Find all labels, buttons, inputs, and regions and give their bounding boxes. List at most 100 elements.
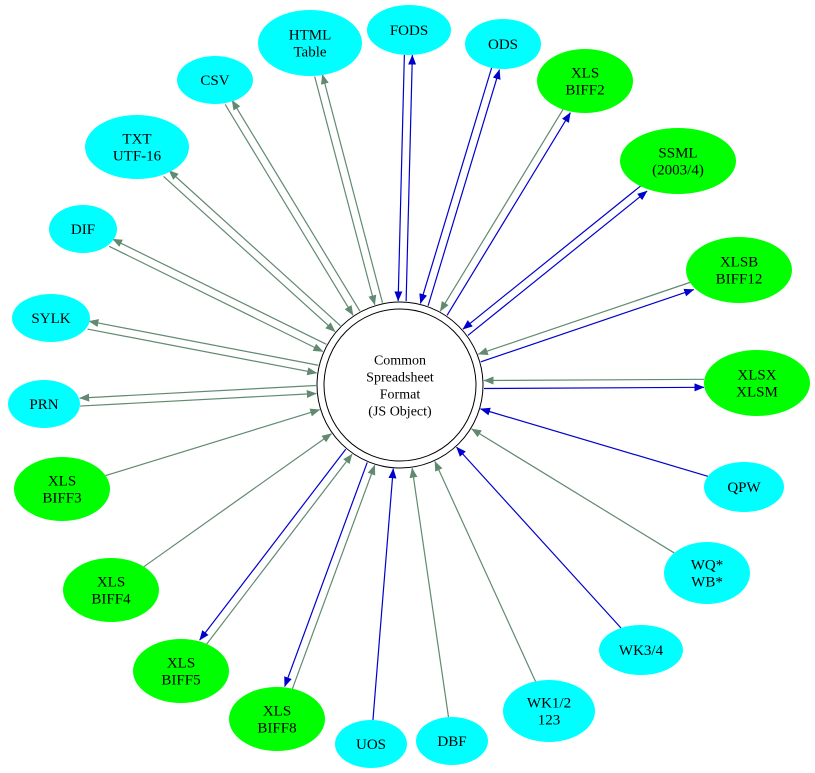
ssml-label-line: (2003/4)	[652, 163, 704, 179]
edge-wk34-to-center	[456, 446, 622, 629]
edge-prn-to-center	[80, 389, 317, 407]
edge-xlsx-from-center	[484, 383, 705, 392]
prn-label-line: PRN	[29, 397, 58, 413]
xls-biff3-ellipse	[14, 457, 110, 521]
edge-fods-to-center	[394, 54, 405, 302]
edge-txt-to-center	[163, 175, 336, 333]
xls-biff4-label-line: XLS	[97, 575, 125, 591]
node-wk34: WK3/4	[599, 625, 683, 675]
edge-csv-from-center	[231, 99, 361, 312]
edge-dif-from-center	[112, 238, 327, 345]
xls-biff2-ellipse	[537, 49, 633, 113]
xls-biff5-label-line: XLS	[167, 656, 195, 672]
txt-label-line: TXT	[122, 132, 151, 148]
xls-biff3-label-line: BIFF3	[42, 491, 81, 507]
wq-wb-label-line: WQ*	[691, 558, 724, 574]
hub-label-line: Format	[380, 388, 421, 403]
node-ssml: SSML(2003/4)	[620, 128, 736, 194]
fods-ellipse	[367, 5, 451, 55]
edge-xls-biff4-to-center	[143, 433, 332, 568]
edge-html-table-from-center	[320, 74, 384, 303]
node-fods: FODS	[367, 5, 451, 55]
edge-prn-from-center	[79, 384, 316, 402]
csv-label-line: CSV	[200, 73, 229, 89]
dif-label-line: DIF	[71, 222, 95, 238]
wk34-ellipse	[599, 625, 683, 675]
prn-ellipse	[8, 380, 80, 428]
hub-inner-circle	[323, 308, 477, 462]
ssml-label-line: SSML	[658, 146, 697, 162]
xls-biff3-label-line: XLS	[48, 474, 76, 490]
ods-ellipse	[465, 19, 541, 69]
edge-xls-biff2-to-center	[439, 108, 565, 312]
fods-label-line: FODS	[390, 23, 428, 39]
xls-biff5-label-line: BIFF5	[161, 673, 200, 689]
xlsx-label-line: XLSM	[736, 385, 778, 401]
node-dif: DIF	[49, 205, 117, 253]
node-layer: HTMLTableFODSODSXLSBIFF2SSML(2003/4)XLSB…	[8, 5, 810, 768]
html-table-label-line: Table	[293, 45, 326, 61]
edge-ssml-to-center	[462, 184, 643, 330]
wk12-label-line: WK1/2	[527, 696, 571, 712]
dbf-ellipse	[416, 717, 488, 765]
hub-outer-circle	[316, 301, 484, 469]
edge-qpw-to-center	[480, 407, 709, 477]
node-dbf: DBF	[416, 717, 488, 765]
qpw-ellipse	[704, 462, 784, 512]
edge-dif-to-center	[108, 245, 324, 353]
edge-ods-to-center	[419, 67, 493, 304]
ods-label-line: ODS	[488, 37, 518, 53]
node-sylk: SYLK	[12, 294, 90, 342]
qpw-label-line: QPW	[727, 480, 761, 496]
node-csv: CSV	[177, 56, 253, 104]
xls-biff4-label-line: BIFF4	[91, 592, 131, 608]
txt-ellipse	[85, 115, 189, 179]
node-qpw: QPW	[704, 462, 784, 512]
edge-csv-to-center	[224, 104, 354, 316]
xls-biff8-label-line: BIFF8	[257, 721, 296, 737]
edge-xls-biff8-to-center	[291, 464, 376, 690]
edge-xls-biff2-from-center	[446, 112, 571, 316]
csv-ellipse	[177, 56, 253, 104]
edge-sylk-to-center	[87, 328, 318, 376]
txt-label-line: UTF-16	[113, 149, 162, 165]
edge-xlsb-to-center	[477, 281, 692, 355]
html-table-ellipse	[258, 10, 362, 76]
xls-biff4-ellipse	[63, 558, 159, 622]
edge-xls-biff5-to-center	[205, 453, 353, 646]
dif-ellipse	[49, 205, 117, 253]
xlsx-label-line: XLSX	[737, 368, 776, 384]
xls-biff2-label-line: BIFF2	[565, 83, 604, 99]
hub-label-line: Common	[374, 354, 426, 369]
edge-xls-biff3-to-center	[105, 408, 321, 477]
html-table-label-line: HTML	[289, 28, 332, 44]
xls-biff5-ellipse	[133, 639, 229, 703]
node-ods: ODS	[465, 19, 541, 69]
xlsb-label-line: XLSB	[720, 255, 758, 271]
edge-html-table-to-center	[314, 76, 377, 306]
node-uos: UOS	[335, 720, 407, 768]
hub-label-line: (JS Object)	[368, 405, 432, 420]
sylk-label-line: SYLK	[31, 311, 70, 327]
uos-label-line: UOS	[356, 737, 386, 753]
xlsx-ellipse	[704, 350, 810, 416]
edge-xlsx-to-center	[483, 376, 704, 385]
ssml-ellipse	[620, 128, 736, 194]
sylk-ellipse	[12, 294, 90, 342]
hub-label-line: Spreadsheet	[366, 371, 434, 386]
xlsb-ellipse	[686, 237, 792, 303]
edge-txt-from-center	[168, 170, 341, 327]
edge-xls-biff5-from-center	[199, 448, 347, 641]
wq-wb-ellipse	[664, 542, 750, 604]
edge-ssml-from-center	[467, 190, 648, 336]
xlsb-label-line: BIFF12	[716, 272, 763, 288]
